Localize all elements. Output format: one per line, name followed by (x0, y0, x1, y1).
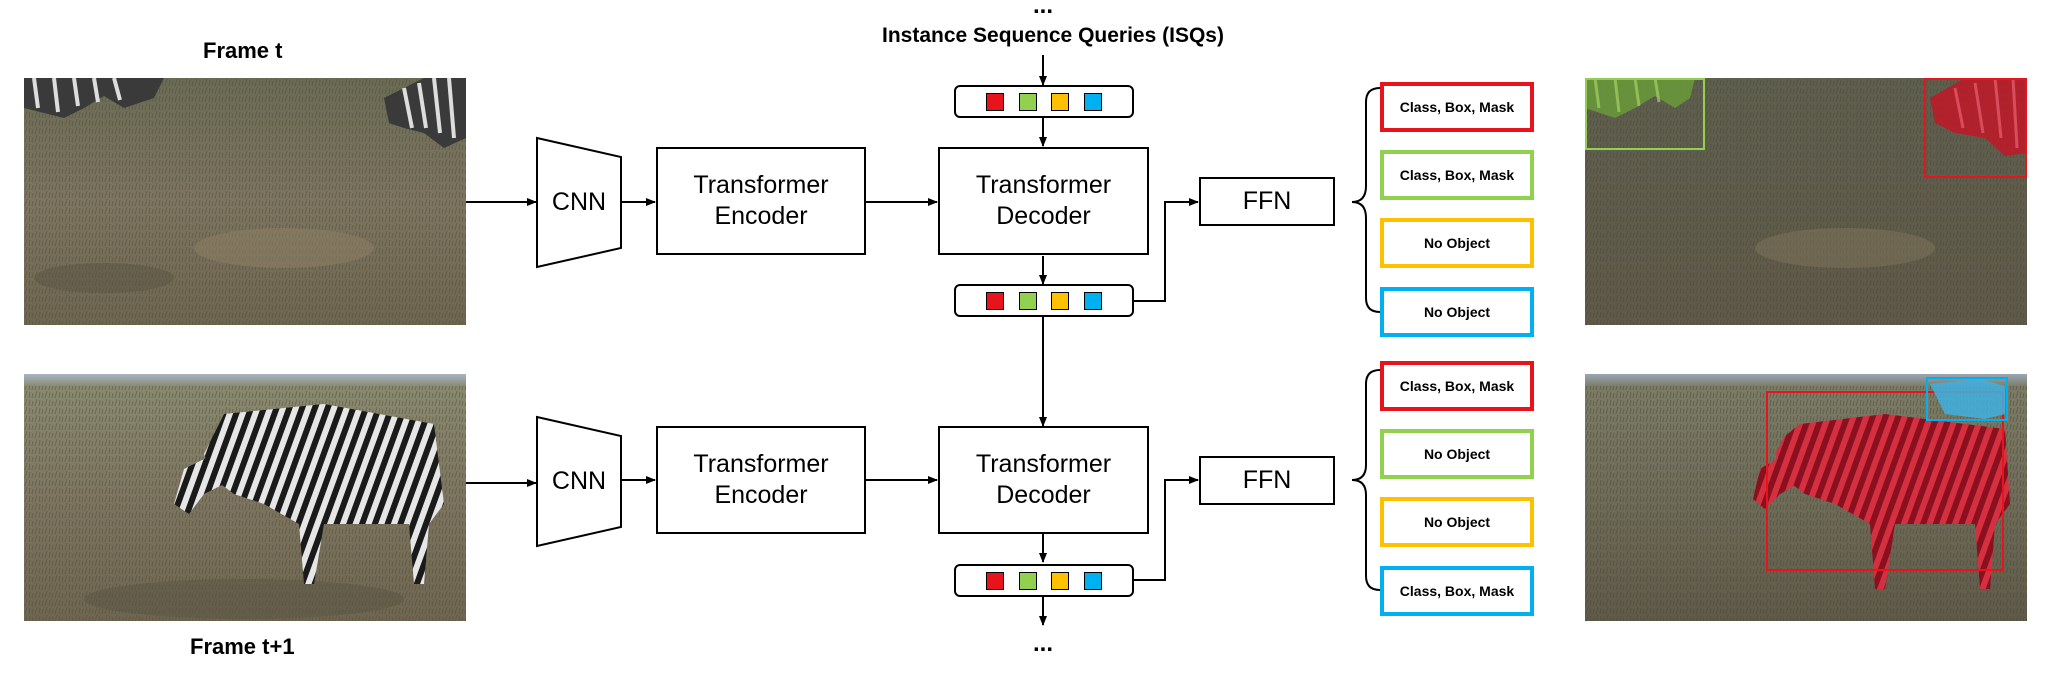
query-bar-input (954, 85, 1134, 118)
query-square-3 (1051, 571, 1070, 590)
transformer-encoder-frame-t1: Transformer Encoder (656, 426, 866, 534)
query-bar-frame-t1-output (954, 564, 1134, 597)
decoder-line2: Decoder (996, 202, 1091, 230)
output-box-frame-t-3: No Object (1380, 218, 1534, 268)
query-square-1 (986, 291, 1005, 310)
encoder-line2: Encoder (714, 202, 808, 230)
output-box-frame-t1-2: No Object (1380, 429, 1534, 479)
output-box-frame-t-1: Class, Box, Mask (1380, 82, 1534, 132)
query-square-1 (986, 571, 1005, 590)
output-box-frame-t-2: Class, Box, Mask (1380, 150, 1534, 200)
query-square-2 (1018, 291, 1037, 310)
input-image-frame-t (24, 78, 466, 325)
output-box-frame-t1-4: Class, Box, Mask (1380, 566, 1534, 616)
output-image-frame-t1 (1585, 374, 2027, 621)
query-square-4 (1083, 92, 1102, 111)
cnn-trapezoid-frame-t1 (536, 415, 622, 548)
query-square-2 (1018, 92, 1037, 111)
transformer-decoder-frame-t1: Transformer Decoder (938, 426, 1149, 534)
decoder-line1: Transformer (975, 171, 1112, 199)
query-square-1 (986, 92, 1005, 111)
encoder-line1: Transformer (693, 171, 829, 199)
output-box-frame-t1-1: Class, Box, Mask (1380, 361, 1534, 411)
query-square-4 (1083, 291, 1102, 310)
encoder-line1: Transformer (693, 450, 829, 478)
output-image-frame-t (1585, 78, 2027, 325)
query-square-4 (1083, 571, 1102, 590)
ffn-frame-t1: FFN (1199, 456, 1335, 505)
decoder-line1: Transformer (975, 450, 1112, 478)
ffn-frame-t: FFN (1199, 177, 1335, 226)
bottom-ellipsis: ... (1033, 630, 1054, 657)
output-box-frame-t1-3: No Object (1380, 497, 1534, 547)
query-square-2 (1018, 571, 1037, 590)
query-square-3 (1051, 92, 1070, 111)
top-ellipsis: ... (1033, 0, 1054, 19)
frame-t-label: Frame t (203, 38, 283, 63)
cnn-label-frame-t1: CNN (551, 467, 607, 495)
input-image-frame-t1 (24, 374, 466, 621)
isq-title: Instance Sequence Queries (ISQs) (882, 24, 1224, 47)
cnn-trapezoid-frame-t (536, 136, 622, 269)
query-bar-frame-t-output (954, 284, 1134, 317)
output-box-frame-t-4: No Object (1380, 287, 1534, 337)
encoder-line2: Encoder (714, 481, 808, 509)
frame-t1-label: Frame t+1 (190, 634, 295, 659)
decoder-line2: Decoder (996, 481, 1091, 509)
transformer-decoder-frame-t: Transformer Decoder (938, 147, 1149, 255)
transformer-encoder-frame-t: Transformer Encoder (656, 147, 866, 255)
cnn-label-frame-t: CNN (551, 188, 607, 216)
query-square-3 (1051, 291, 1070, 310)
